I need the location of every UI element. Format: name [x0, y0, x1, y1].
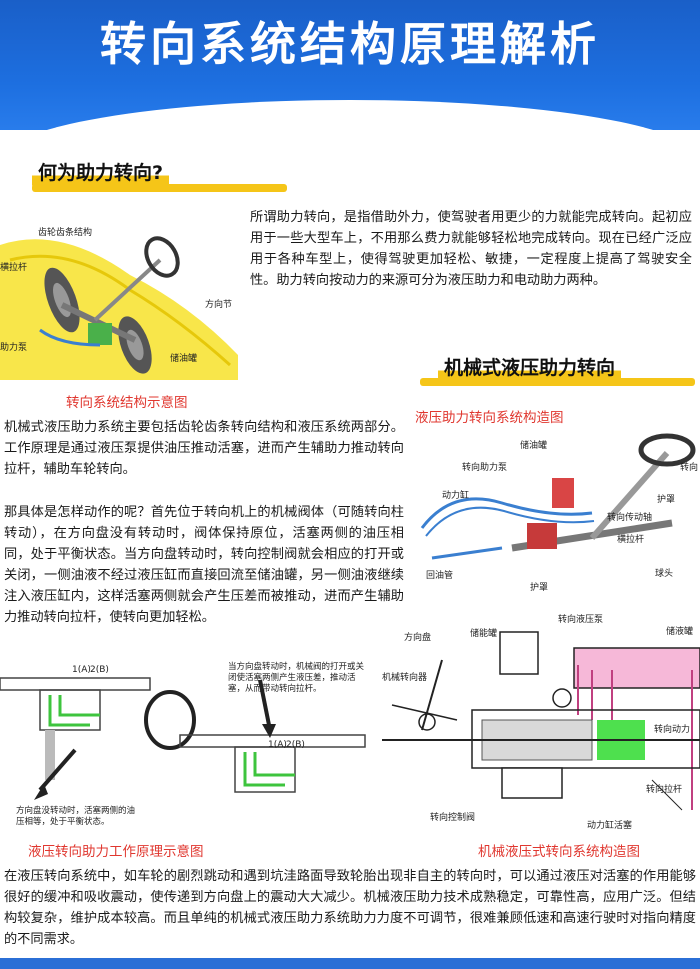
page-title: 转向系统结构原理解析 — [100, 17, 600, 71]
figure-caption-mechanical-hydraulic: 机械液压式转向系统构造图 — [478, 844, 640, 860]
label-fig2-boot2: 护罩 — [530, 583, 549, 593]
label-fig2-shaft: 转向传动轴 — [607, 513, 653, 523]
figure-caption-structure: 转向系统结构示意图 — [66, 395, 188, 411]
label-fig2-column: 转向 — [680, 463, 699, 473]
label-fig3-2b-right: 2(B) — [286, 740, 305, 750]
label-fig4-reservoir: 储液罐 — [666, 627, 694, 637]
label-fig2-return-pipe: 回油管 — [426, 571, 454, 581]
label-fig2-reservoir: 储油罐 — [520, 441, 548, 451]
fig3-note-top: 当方向盘转动时，机械阀的打开或关闭使活塞两侧产生液压差，推动活塞，从而带动转向拉… — [228, 662, 365, 694]
steering-structure-diagram — [0, 236, 238, 380]
label-fig2-boot: 护罩 — [657, 495, 676, 505]
figure-caption-working-principle: 液压转向助力工作原理示意图 — [28, 844, 204, 860]
working-principle-diagram — [0, 677, 366, 800]
label-fig2-ball: 球头 — [655, 569, 674, 579]
label-fig2-tie-rod: 横拉杆 — [617, 535, 645, 545]
hydraulic-system-diagram — [420, 433, 696, 560]
hydraulic-system-figure: 储油罐 转向助力泵 转向 动力缸 护罩 转向传动轴 横拉杆 回油管 护罩 球头 — [412, 428, 700, 598]
label-fig4-wheel: 方向盘 — [404, 633, 432, 643]
label-reservoir: 储油罐 — [170, 354, 198, 364]
header-banner: 转向系统结构原理解析 — [0, 0, 700, 160]
mechanical-hydraulic-figure: 转向液压泵 方向盘 储能罐 储液罐 机械转向器 转向动力 转向拉杆 转向控制阀 … — [382, 610, 700, 836]
section-heading-power-steering: 何为助力转向? — [32, 158, 170, 188]
label-fig4-cylinder: 转向动力 — [654, 725, 691, 735]
label-joint: 方向节 — [205, 300, 233, 310]
intro-paragraph: 所谓助力转向，是指借助外力，使驾驶者用更少的力就能完成转向。起初应用于一些大型车… — [250, 210, 692, 288]
label-fig2-cylinder: 动力缸 — [442, 491, 470, 501]
fig3-note-bottom: 方向盘没转动时，活塞两侧的油压相等，处于平衡状态。 — [16, 806, 136, 827]
label-rack-pinion: 齿轮齿条结构 — [38, 228, 93, 238]
heading-underline — [32, 184, 287, 192]
label-fig4-piston: 动力缸活塞 — [587, 821, 633, 831]
label-fig4-gear: 机械转向器 — [382, 673, 428, 683]
label-fig4-rod: 转向拉杆 — [646, 785, 683, 795]
label-fig4-valve: 转向控制阀 — [430, 813, 476, 823]
label-fig3-1a: 1(A) — [72, 665, 91, 675]
working-principle-figure: 1(A) 2(B) 1(A) 2(B) 当方向盘转动时，机械阀的打开或关闭使活塞… — [0, 660, 375, 835]
figure-caption-hydraulic-system: 液压助力转向系统构造图 — [415, 410, 564, 426]
hydraulic-paragraph-1: 机械式液压助力系统主要包括齿轮齿条转向结构和液压系统两部分。工作原理是通过液压泵… — [4, 420, 404, 477]
bottom-bar — [0, 958, 700, 969]
label-pump: 助力泵 — [0, 343, 28, 353]
mechanical-hydraulic-diagram — [382, 631, 700, 811]
label-tie-rod: 横拉杆 — [0, 263, 28, 273]
hydraulic-paragraph-2: 那具体是怎样动作的呢？首先位于转向机上的机械阀体（可随转向柱转动），在方向盘没有… — [4, 505, 404, 625]
label-fig4-tank: 储能罐 — [470, 629, 498, 639]
label-fig3-2b: 2(B) — [90, 665, 109, 675]
label-fig4-pump: 转向液压泵 — [558, 615, 604, 625]
hydraulic-paragraph-3: 在液压转向系统中，如车轮的剧烈跳动和遇到坑洼路面导致轮胎出现非自主的转向时，可以… — [4, 869, 696, 947]
label-fig2-pump: 转向助力泵 — [462, 463, 508, 473]
label-fig3-1a-right: 1(A) — [268, 740, 287, 750]
heading-underline-2 — [420, 378, 695, 386]
steering-structure-figure: 齿轮齿条结构 横拉杆 方向节 助力泵 储油罐 — [0, 205, 240, 380]
